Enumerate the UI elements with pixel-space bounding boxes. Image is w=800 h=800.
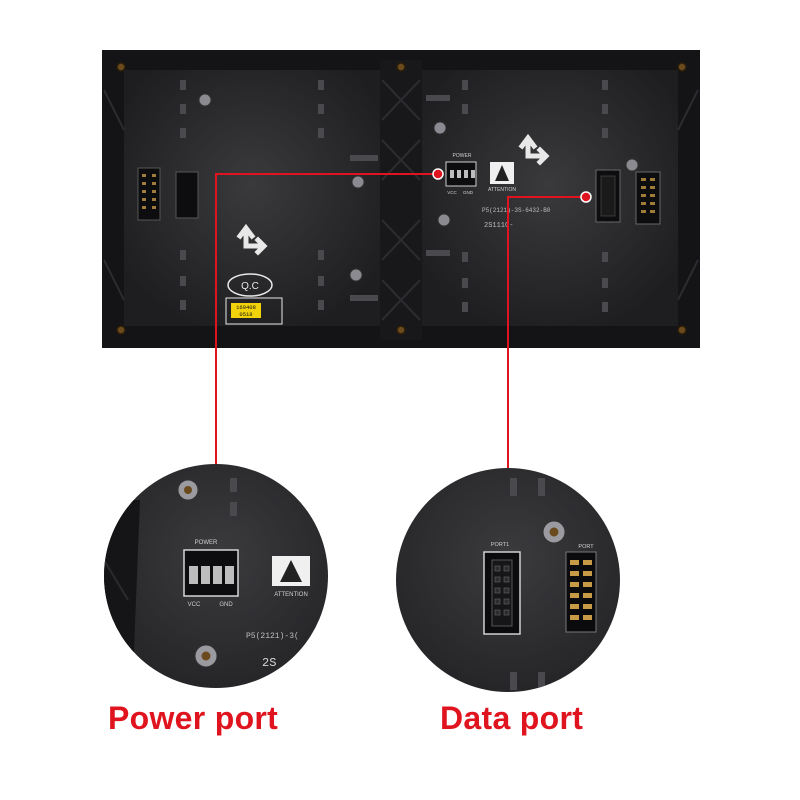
qc-sticker-line1: 160408 [236, 304, 256, 311]
gold-pads [570, 560, 592, 620]
zoom-vcc-label: VCC [188, 602, 201, 608]
left-board-components [180, 80, 378, 310]
panel-power-header: POWER VCC GND [445, 153, 477, 195]
qc-tag: Q.C 160408 0518 [225, 273, 283, 325]
zoom-power-label: POWER [195, 540, 218, 546]
panel-model-text: P5(2121)-3S-6432-B0 [482, 207, 551, 214]
data-callout-line [507, 196, 584, 468]
right-board-connectors [595, 169, 661, 225]
qc-label: Q.C [241, 281, 259, 292]
data-port-zoom: PORT1 PORT [396, 468, 620, 692]
qc-sticker-line2: 0518 [239, 311, 252, 318]
panel-attention-label: ATTENTION [488, 187, 516, 193]
qc-sticker [231, 303, 261, 318]
power-callout-line [215, 173, 436, 466]
power-port-marker [432, 168, 444, 180]
mounting-screws [116, 62, 687, 335]
orientation-arrow-icons [236, 133, 550, 256]
power-port-caption: Power port [108, 700, 279, 736]
panel-gnd-label: GND [463, 190, 474, 195]
panel-vcc-label: VCC [447, 190, 457, 195]
zoom-port-in-label: PORT1 [491, 542, 509, 548]
led-module-panel: Q.C 160408 0518 POWER VCC GND AT [102, 50, 700, 348]
callout-markers [432, 168, 592, 203]
data-port-marker [580, 191, 592, 203]
data-port-caption: Data port [440, 700, 584, 736]
right-board-components [426, 80, 608, 312]
left-board [124, 70, 380, 326]
capacitors [198, 93, 639, 282]
callout-lines [215, 173, 584, 468]
zoom-attention-label: ATTENTION [274, 592, 308, 598]
power-port-zoom: POWER VCC GND ATTENTION P5(2121)-3( 2S [104, 464, 328, 688]
power-pins [189, 566, 234, 584]
zoom-code-text: 2S [262, 656, 276, 670]
panel-power-label: POWER [453, 153, 472, 159]
panel-attention-logo: ATTENTION [488, 162, 516, 193]
zoom-gnd-label: GND [219, 602, 233, 608]
zoom-model-text: P5(2121)-3( [246, 632, 299, 641]
zoom-port-out-label: PORT [578, 544, 594, 550]
panel-code-text: 2S111C- [484, 222, 513, 230]
center-spine [380, 60, 422, 340]
left-board-connector [137, 167, 199, 221]
